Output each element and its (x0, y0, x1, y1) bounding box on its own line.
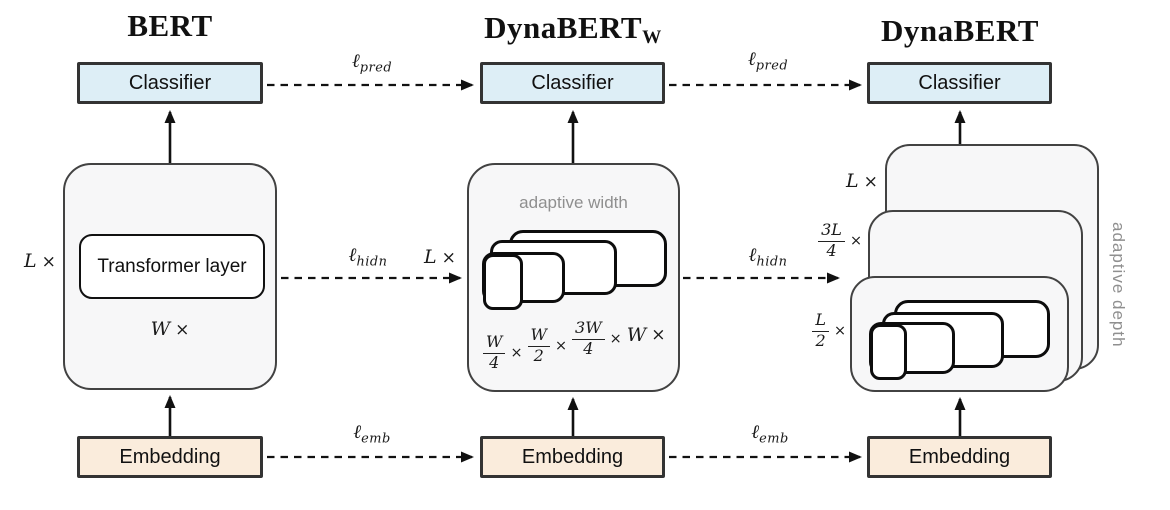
bert-embedding-box: Embedding (77, 436, 263, 478)
dynabertw-title-subscript: W (642, 26, 662, 48)
dynabertw-classifier-label: Classifier (531, 71, 614, 94)
loss-pred-label-1: ℓpred (351, 50, 393, 76)
dynabert-embedding-box: Embedding (867, 436, 1052, 478)
dynabert-classifier-box: Classifier (867, 62, 1052, 104)
loss-emb-label-2: ℓemb (751, 421, 789, 447)
dynabertw-classifier-box: Classifier (480, 62, 665, 104)
bert-transformer-layer-label: Transformer layer (97, 255, 247, 277)
dynabert-classifier-label: Classifier (918, 71, 1001, 94)
adaptive-depth-label: adaptive depth (1109, 222, 1128, 348)
bert-classifier-label: Classifier (128, 71, 212, 94)
dynabert-embedding-label: Embedding (908, 445, 1011, 468)
dynabert-title: DynaBERT (881, 13, 1039, 48)
adaptive-width-label: adaptive width (519, 193, 628, 212)
bert-embedding-label: Embedding (119, 445, 221, 468)
depth-width-slice-quarter (870, 324, 907, 380)
dynabertw-title: DynaBERTW (484, 10, 662, 48)
bert-depth-multiplier: L× (24, 250, 56, 272)
bert-title: BERT (127, 8, 213, 43)
loss-hidn-label-2: ℓhidn (748, 244, 788, 270)
dynabertw-embedding-box: Embedding (480, 436, 665, 478)
bert-width-multiplier: W× (150, 318, 190, 340)
loss-pred-label-2: ℓpred (747, 48, 789, 74)
depth-factor-full: L× (846, 170, 878, 192)
loss-emb-label-1: ℓemb (353, 421, 391, 447)
bert-transformer-layer-box: Transformer layer (79, 234, 265, 299)
loss-hidn-label-1: ℓhidn (348, 244, 388, 270)
bert-transformer-stack: Transformer layer W× (63, 163, 277, 390)
width-slice-quarter (483, 254, 523, 310)
dynabertw-embedding-label: Embedding (521, 445, 624, 468)
dynabertw-incoming-depth-multiplier: L× (424, 246, 456, 268)
width-factor-full: W × (626, 324, 666, 346)
bert-classifier-box: Classifier (77, 62, 263, 104)
depth-card-half (850, 276, 1069, 392)
